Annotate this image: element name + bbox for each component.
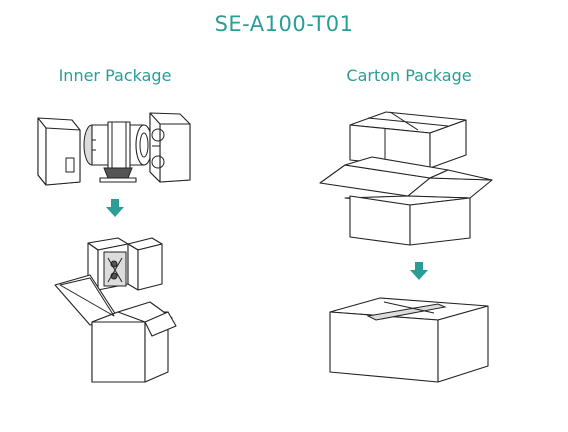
inner-package-label: Inner Package	[58, 66, 172, 85]
arrow-down-icon	[410, 262, 428, 280]
fan-in-foam	[87, 237, 163, 291]
right-foam-cap	[149, 112, 191, 183]
open-carton	[319, 156, 493, 246]
page-title: SE-A100-T01	[214, 12, 354, 36]
inline-fan	[83, 121, 153, 183]
inner-open-box	[54, 274, 177, 383]
left-foam-cap	[37, 117, 81, 186]
stacked-inner-boxes	[349, 111, 467, 169]
sealed-carton	[329, 297, 489, 383]
fan-with-foam-caps	[37, 112, 191, 186]
carton-package-label: Carton Package	[346, 66, 472, 85]
arrow-down-icon	[106, 199, 124, 217]
